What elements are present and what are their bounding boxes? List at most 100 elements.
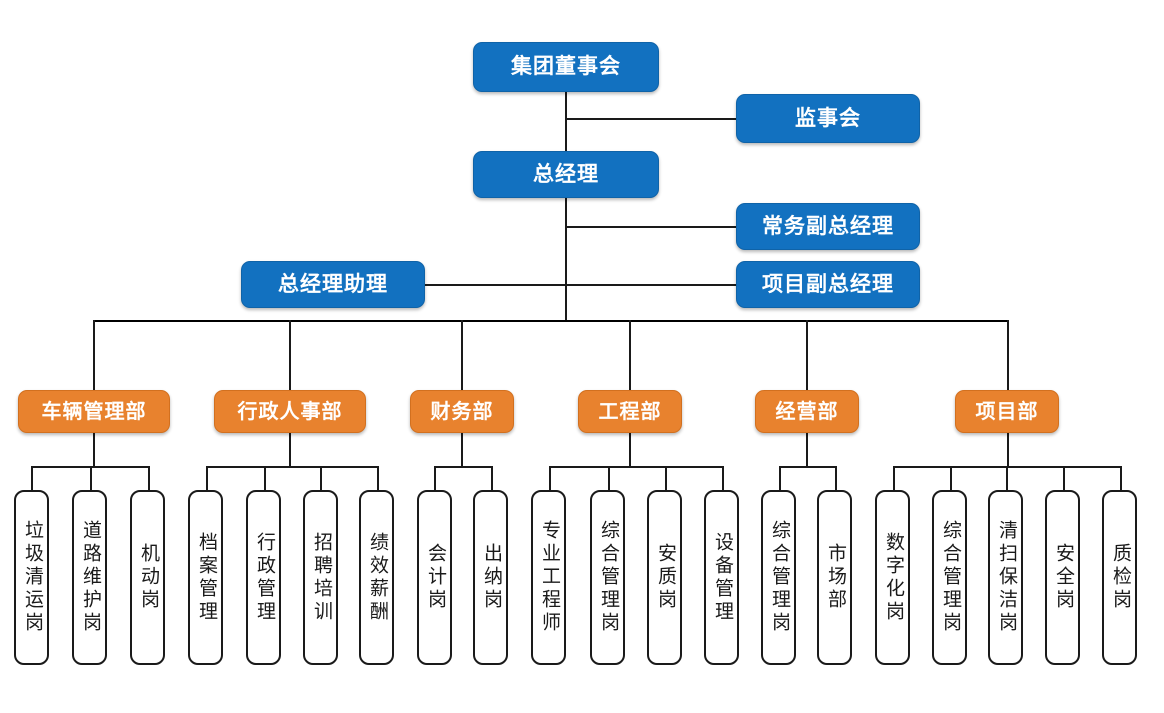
node-department-finance[interactable]: 财务部 xyxy=(410,390,514,433)
connector-gm-to-exec-deputy xyxy=(566,226,737,228)
node-label: 绩效薪酬 xyxy=(366,531,388,624)
node-gm-assistant[interactable]: 总经理助理 xyxy=(241,261,425,308)
node-label: 招聘培训 xyxy=(310,531,332,624)
connector-drop-dept-3 xyxy=(461,320,463,390)
connector-dept3-leaf-2 xyxy=(491,466,493,490)
node-supervisory-board[interactable]: 监事会 xyxy=(736,94,920,143)
connector-dept6-leaf-2 xyxy=(950,466,952,490)
node-label: 道路维护岗 xyxy=(79,520,101,635)
node-label: 会计岗 xyxy=(424,543,446,612)
connector-drop-dept-1 xyxy=(93,320,95,390)
node-position-1-1[interactable]: 行政管理 xyxy=(246,490,281,665)
node-position-2-1[interactable]: 出纳岗 xyxy=(473,490,508,665)
connector-dept4-leaf-4 xyxy=(722,466,724,490)
node-label: 经营部 xyxy=(775,400,839,423)
node-label: 质检岗 xyxy=(1109,543,1131,612)
node-position-3-2[interactable]: 安质岗 xyxy=(647,490,682,665)
node-label: 行政人事部 xyxy=(237,400,343,423)
node-position-0-1[interactable]: 道路维护岗 xyxy=(72,490,107,665)
node-label: 档案管理 xyxy=(195,531,217,624)
connector-dept1-leaf-3 xyxy=(148,466,150,490)
connector-dept1-leaf-2 xyxy=(90,466,92,490)
node-label: 项目部 xyxy=(975,400,1039,423)
node-label: 财务部 xyxy=(430,400,494,423)
node-label: 市场部 xyxy=(824,543,846,612)
node-position-1-2[interactable]: 招聘培训 xyxy=(303,490,338,665)
connector-dept5-leaf-2 xyxy=(835,466,837,490)
node-label: 行政管理 xyxy=(253,531,275,624)
connector-dept3-stem xyxy=(461,432,463,466)
node-department-vehicle-management[interactable]: 车辆管理部 xyxy=(18,390,170,433)
node-position-5-0[interactable]: 数字化岗 xyxy=(875,490,910,665)
node-label: 专业工程师 xyxy=(538,520,560,635)
node-department-project[interactable]: 项目部 xyxy=(955,390,1059,433)
connector-dept6-leaf-4 xyxy=(1063,466,1065,490)
node-executive-deputy-gm[interactable]: 常务副总经理 xyxy=(736,203,920,250)
connector-gm-assistant xyxy=(424,284,566,286)
connector-dept2-bus xyxy=(206,466,378,468)
node-label: 综合管理岗 xyxy=(597,520,619,635)
connector-dept5-leaf-1 xyxy=(779,466,781,490)
connector-dept4-leaf-3 xyxy=(665,466,667,490)
connector-dept1-leaf-1 xyxy=(31,466,33,490)
node-label: 数字化岗 xyxy=(882,531,904,624)
node-position-1-0[interactable]: 档案管理 xyxy=(188,490,223,665)
connector-dept2-leaf-3 xyxy=(320,466,322,490)
connector-dept3-bus xyxy=(434,466,492,468)
connector-drop-dept-2 xyxy=(289,320,291,390)
node-department-operations[interactable]: 经营部 xyxy=(755,390,859,433)
connector-dept2-leaf-2 xyxy=(264,466,266,490)
node-position-2-0[interactable]: 会计岗 xyxy=(417,490,452,665)
connector-dept6-stem xyxy=(1007,432,1009,466)
connector-dept4-bus xyxy=(549,466,723,468)
connector-dept6-leaf-1 xyxy=(893,466,895,490)
node-position-5-1[interactable]: 综合管理岗 xyxy=(932,490,967,665)
node-position-3-3[interactable]: 设备管理 xyxy=(704,490,739,665)
node-label: 车辆管理部 xyxy=(41,400,147,423)
connector-dept1-stem xyxy=(93,432,95,466)
node-project-deputy-gm[interactable]: 项目副总经理 xyxy=(736,261,920,308)
node-position-0-2[interactable]: 机动岗 xyxy=(130,490,165,665)
node-position-4-1[interactable]: 市场部 xyxy=(817,490,852,665)
node-position-5-3[interactable]: 安全岗 xyxy=(1045,490,1080,665)
node-position-5-2[interactable]: 清扫保洁岗 xyxy=(988,490,1023,665)
connector-drop-dept-6 xyxy=(1007,320,1009,390)
node-label: 常务副总经理 xyxy=(762,214,894,238)
connector-gm-to-project-deputy xyxy=(566,284,737,286)
connector-dept4-stem xyxy=(629,432,631,466)
node-label: 工程部 xyxy=(598,400,662,423)
node-label: 总经理助理 xyxy=(278,272,388,296)
node-label: 机动岗 xyxy=(137,543,159,612)
node-department-admin-hr[interactable]: 行政人事部 xyxy=(214,390,366,433)
node-department-engineering[interactable]: 工程部 xyxy=(578,390,682,433)
connector-dept3-leaf-1 xyxy=(434,466,436,490)
node-position-5-4[interactable]: 质检岗 xyxy=(1102,490,1137,665)
node-label: 出纳岗 xyxy=(480,543,502,612)
node-label: 项目副总经理 xyxy=(762,272,894,296)
node-label: 垃圾清运岗 xyxy=(21,520,43,635)
node-general-manager[interactable]: 总经理 xyxy=(473,151,659,198)
connector-drop-dept-4 xyxy=(629,320,631,390)
connector-dept2-stem xyxy=(289,432,291,466)
connector-dept2-leaf-4 xyxy=(377,466,379,490)
node-label: 集团董事会 xyxy=(511,55,621,79)
connector-board-to-gm xyxy=(565,92,567,152)
connector-gm-trunk xyxy=(565,198,567,321)
node-label: 总经理 xyxy=(533,162,599,186)
connector-dept5-stem xyxy=(806,432,808,466)
connector-dept6-leaf-3 xyxy=(1006,466,1008,490)
connector-dept4-leaf-1 xyxy=(549,466,551,490)
node-label: 设备管理 xyxy=(711,531,733,624)
node-board-of-directors[interactable]: 集团董事会 xyxy=(473,42,659,92)
node-position-3-0[interactable]: 专业工程师 xyxy=(531,490,566,665)
connector-dept6-leaf-5 xyxy=(1120,466,1122,490)
node-label: 安全岗 xyxy=(1052,543,1074,612)
node-position-1-3[interactable]: 绩效薪酬 xyxy=(359,490,394,665)
node-position-0-0[interactable]: 垃圾清运岗 xyxy=(14,490,49,665)
node-position-4-0[interactable]: 综合管理岗 xyxy=(761,490,796,665)
node-label: 清扫保洁岗 xyxy=(995,520,1017,635)
node-label: 安质岗 xyxy=(654,543,676,612)
node-position-3-1[interactable]: 综合管理岗 xyxy=(590,490,625,665)
connector-department-bus xyxy=(93,320,1008,322)
